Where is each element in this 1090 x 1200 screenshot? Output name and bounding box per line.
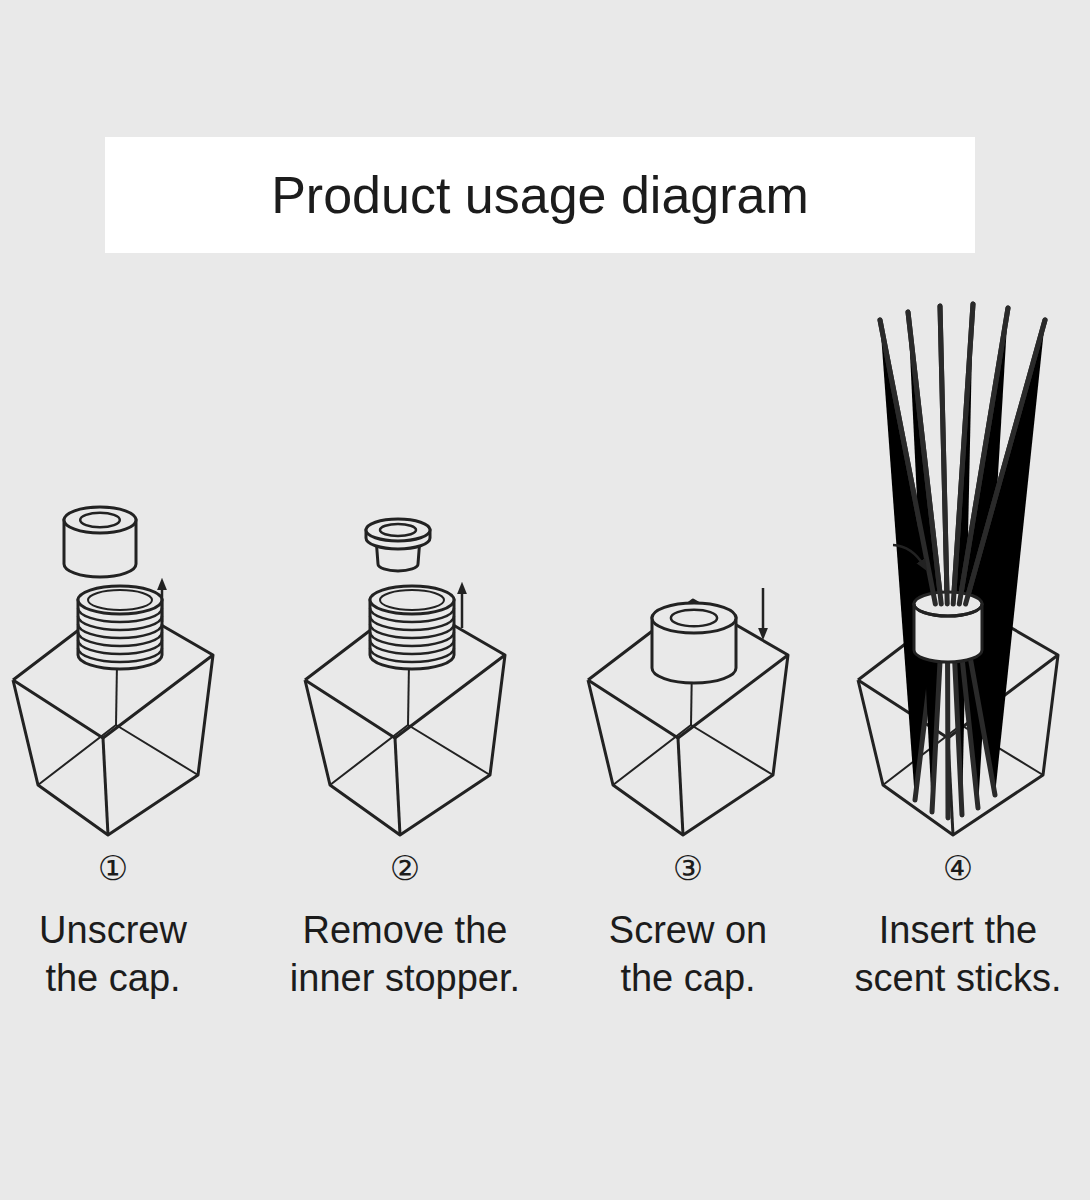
step-number: ② bbox=[375, 846, 435, 890]
bottle-cap bbox=[64, 507, 136, 577]
motion-arrow bbox=[161, 584, 164, 622]
scent-sticks bbox=[880, 304, 1045, 818]
inner-stopper bbox=[366, 519, 430, 571]
title: Product usage diagram bbox=[105, 137, 975, 253]
glass-bottle bbox=[13, 600, 213, 835]
glass-bottle bbox=[588, 600, 788, 835]
threaded-neck bbox=[78, 586, 162, 669]
step-caption: Unscrew the cap. bbox=[13, 906, 213, 1002]
step-caption: Remove the inner stopper. bbox=[280, 906, 530, 1002]
step-number: ④ bbox=[928, 846, 988, 890]
motion-arrow bbox=[762, 588, 765, 634]
scent-sticks bbox=[880, 304, 1045, 604]
bottle-cap bbox=[652, 603, 736, 683]
threaded-neck bbox=[370, 586, 454, 669]
step-caption: Insert the scent sticks. bbox=[848, 906, 1068, 1002]
step-number: ① bbox=[83, 846, 143, 890]
glass-bottle bbox=[305, 600, 505, 835]
motion-arrow bbox=[461, 588, 464, 628]
pointer-arrow bbox=[893, 545, 924, 566]
step-caption: Screw on the cap. bbox=[588, 906, 788, 1002]
step-number: ③ bbox=[658, 846, 718, 890]
